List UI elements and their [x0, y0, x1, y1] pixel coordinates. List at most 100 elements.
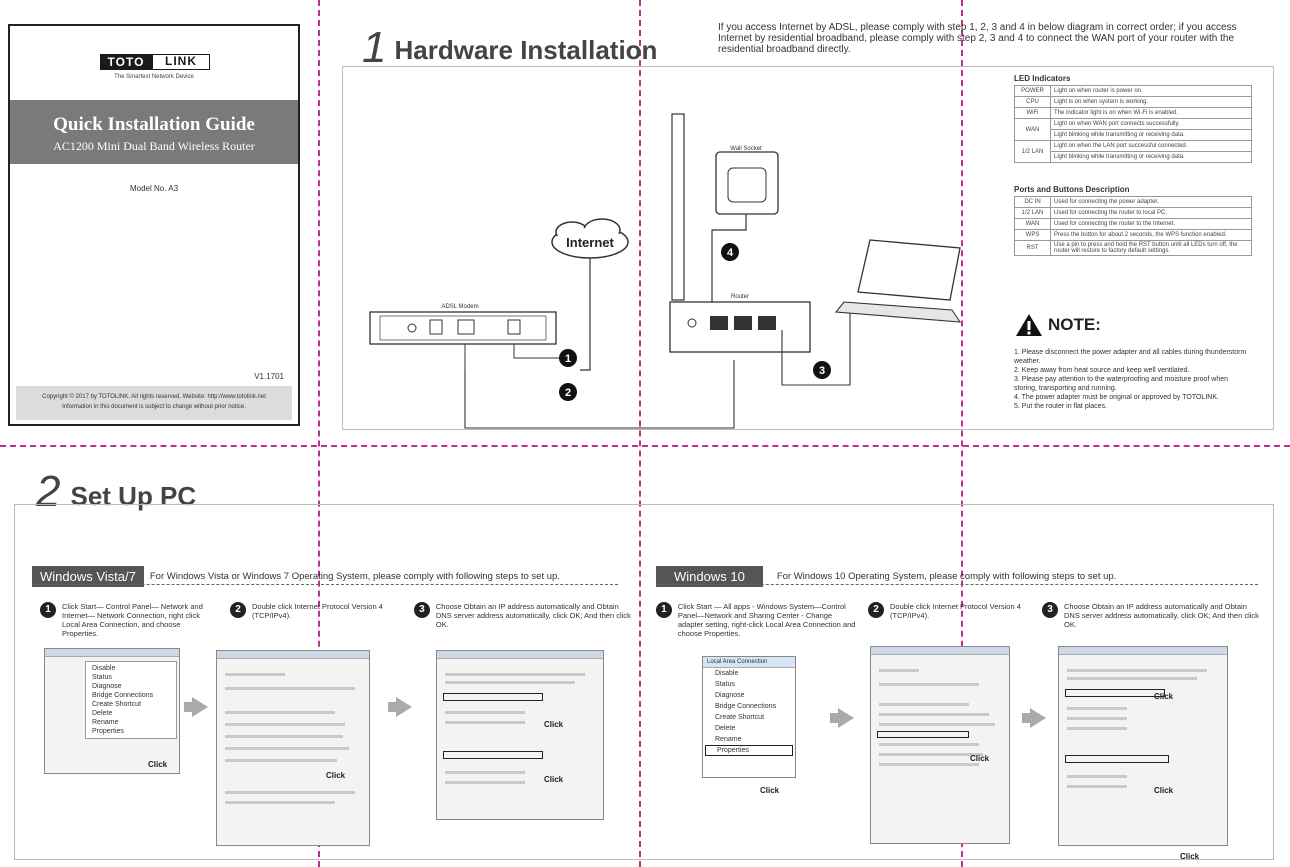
setup-header: 2 Set Up PC: [36, 470, 196, 514]
section-number: 1: [362, 23, 387, 72]
arrow-right-icon: [830, 708, 854, 728]
logo-left: TOTO: [100, 54, 152, 70]
ports-title: Ports and Buttons Description: [1014, 185, 1130, 194]
win10-step-2: 2 Double click Internet Protocol Version…: [868, 602, 1038, 620]
step-number: 1: [656, 602, 672, 618]
badge-1-text: 1: [565, 353, 571, 365]
step-text: Click Start — All apps - Windows System—…: [677, 602, 856, 638]
wall-socket-label: Wall Socket: [730, 146, 762, 152]
logo-right: LINK: [152, 54, 210, 70]
menu-item[interactable]: Bridge Connections: [715, 703, 777, 710]
router: [669, 113, 870, 386]
adsl-modem: [369, 311, 735, 429]
router-label: Router: [731, 294, 749, 300]
step-badge-4: 4: [721, 243, 739, 261]
step-text: Choose Obtain an IP address automaticall…: [1064, 602, 1259, 629]
note-item: 5. Put the router in flat places.: [1014, 403, 1107, 410]
note-item: 2. Keep away from heat source and keep w…: [1014, 367, 1190, 374]
menu-item[interactable]: Rename: [715, 736, 742, 743]
win7-desc: For Windows Vista or Windows 7 Operating…: [149, 571, 560, 582]
win10-ipv4-screenshot: [1058, 646, 1228, 846]
note-title: NOTE:: [1048, 315, 1101, 334]
menu-item[interactable]: Delete: [92, 710, 113, 717]
window-titlebar: [1059, 647, 1227, 655]
w10-menu-title: Local Area Connection: [703, 657, 795, 668]
section-number: 2: [36, 467, 61, 516]
win7-properties-screenshot: [216, 650, 370, 846]
window-titlebar: [217, 651, 369, 659]
laptop: [834, 239, 962, 323]
menu-item[interactable]: Disable: [92, 665, 116, 672]
step-badge-3: 3: [813, 361, 831, 379]
step-number: 3: [414, 602, 430, 618]
menu-item-properties[interactable]: Properties: [705, 745, 793, 756]
menu-item[interactable]: Diagnose: [715, 692, 745, 699]
click-label: Click: [970, 754, 990, 763]
note-header: NOTE:: [1014, 312, 1101, 338]
menu-item[interactable]: Bridge Connections: [92, 692, 154, 699]
click-label: Click: [1154, 786, 1174, 795]
win7-ipv4-screenshot: [436, 650, 604, 820]
step-number: 2: [868, 602, 884, 618]
win10-desc: For Windows 10 Operating System, please …: [776, 571, 1117, 582]
menu-item[interactable]: Properties: [92, 728, 124, 735]
click-label: Click: [148, 760, 168, 769]
fold-line-3: [961, 0, 963, 867]
menu-item[interactable]: Create Shortcut: [715, 714, 765, 721]
arrow-right-icon: [388, 697, 412, 717]
step-text: Click Start— Control Panel— Network and …: [62, 602, 203, 638]
copyright-box: Copyright © 2017 by TOTOLINK. All rights…: [16, 386, 292, 420]
click-label: Click: [544, 720, 564, 729]
hardware-header: 1 Hardware Installation: [362, 26, 657, 70]
wall-socket: [711, 151, 779, 302]
context-menu: Disable Status Diagnose Bridge Connectio…: [85, 661, 177, 739]
win7-context-menu-screenshot: Disable Status Diagnose Bridge Connectio…: [44, 648, 180, 774]
win10-context-menu-screenshot: Local Area Connection Disable Status Dia…: [702, 656, 796, 778]
brand-tagline: The Smartest Network Device: [114, 74, 194, 80]
click-label: Click: [1154, 692, 1174, 701]
win10-bar: Windows 10 For Windows 10 Operating Syst…: [656, 566, 1116, 587]
note-item: 3. Please pay attention to the waterproo…: [1014, 376, 1229, 392]
step-text: Double click Internet Protocol Version 4…: [252, 602, 383, 620]
win7-rule: [32, 584, 618, 585]
win7-step-3: 3 Choose Obtain an IP address automatica…: [414, 602, 634, 629]
cover-title-band: Quick Installation Guide AC1200 Mini Dua…: [10, 100, 298, 164]
badge-2-text: 2: [565, 387, 571, 399]
win7-bar: Windows Vista/7 For Windows Vista or Win…: [32, 566, 560, 587]
win10-label: Windows 10: [656, 566, 763, 587]
badge-3-text: 3: [819, 365, 825, 377]
win10-properties-screenshot: [870, 646, 1010, 844]
click-label: Click: [1180, 852, 1200, 861]
fold-line-2: [639, 0, 641, 867]
click-label: Click: [326, 771, 346, 780]
menu-item[interactable]: Diagnose: [92, 683, 122, 690]
menu-item[interactable]: Status: [715, 681, 735, 688]
menu-item[interactable]: Delete: [715, 725, 736, 732]
win7-step-2: 2 Double click Internet Protocol Version…: [230, 602, 410, 620]
badge-4-text: 4: [727, 247, 734, 259]
click-label: Click: [544, 775, 564, 784]
menu-item[interactable]: Rename: [92, 719, 119, 726]
menu-item[interactable]: Create Shortcut: [92, 701, 142, 708]
fold-line-1: [318, 0, 320, 867]
internet-label: Internet: [566, 235, 614, 250]
step-badge-1: 1: [559, 349, 577, 367]
menu-item[interactable]: Status: [92, 674, 112, 681]
copyright-text: Copyright © 2017 by TOTOLINK. All rights…: [42, 394, 266, 400]
win7-step-1: 1 Click Start— Control Panel— Network an…: [40, 602, 220, 638]
click-label: Click: [760, 786, 780, 795]
note-item: 1. Please disconnect the power adapter a…: [1014, 349, 1247, 365]
menu-item[interactable]: Disable: [715, 670, 739, 677]
section-title: Set Up PC: [70, 481, 197, 511]
led-row: Light blinking while transmitting or rec…: [1015, 129, 1252, 141]
setup-frame: [14, 504, 1274, 860]
